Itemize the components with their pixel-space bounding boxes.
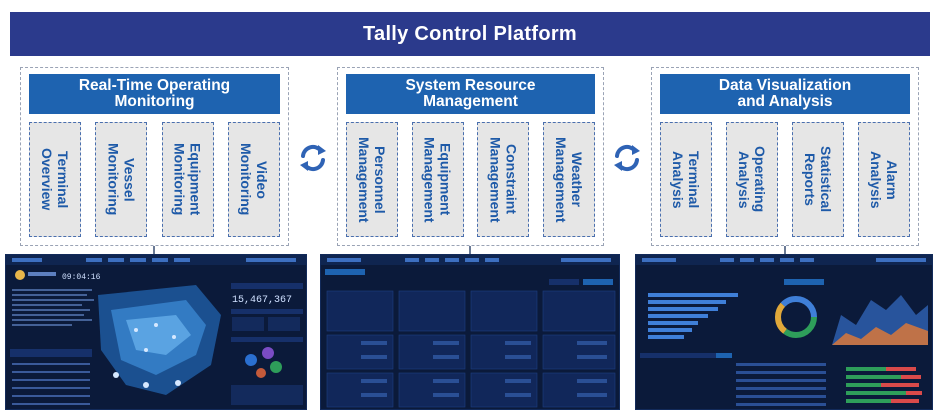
module-terminal-overview: Terminal Overview: [29, 122, 81, 237]
group-heading: Real-Time Operating Monitoring: [29, 74, 280, 114]
module-weather-management: Weather Management: [542, 122, 595, 237]
module-vessel-monitoring: Vessel Monitoring: [95, 122, 148, 237]
svg-text:09:04:16: 09:04:16: [62, 273, 101, 282]
module-label: Equipment Management: [421, 136, 454, 223]
screenshot-monitoring-dashboard: 09:04:16 15,467,367: [5, 254, 307, 410]
connector-line: [469, 246, 471, 254]
connector-line: [153, 246, 155, 254]
module-statistical-reports: Statistical Reports: [792, 122, 844, 237]
module-equipment-monitoring: Equipment Monitoring: [161, 122, 214, 237]
module-constraint-management: Constraint Management: [477, 122, 530, 237]
monitoring-readout: 15,467,367: [232, 295, 292, 306]
group-heading-text: System Resource Management: [405, 77, 536, 110]
group-heading: Data Visualization and Analysis: [660, 74, 910, 114]
group-resource-management: System Resource Management Personnel Man…: [337, 67, 604, 246]
module-personnel-management: Personnel Management: [346, 122, 398, 237]
screenshot-analysis-dashboard: [635, 254, 933, 410]
module-label: Constraint Management: [487, 136, 520, 223]
module-label: Terminal Analysis: [670, 150, 702, 209]
module-equipment-management: Equipment Management: [411, 122, 464, 237]
module-label: Terminal Overview: [39, 148, 71, 211]
cycle-arrows-icon: [300, 144, 326, 172]
module-video-monitoring: Video Monitoring: [227, 122, 280, 237]
group-heading-text: Data Visualization and Analysis: [718, 77, 852, 110]
platform-title: Tally Control Platform: [10, 12, 930, 56]
module-label: Alarm Analysis: [868, 150, 900, 209]
module-terminal-analysis: Terminal Analysis: [660, 122, 712, 237]
group-heading: System Resource Management: [346, 74, 595, 114]
group-realtime-monitoring: Real-Time Operating Monitoring Terminal …: [20, 67, 289, 246]
module-label: Weather Management: [552, 136, 585, 223]
cycle-arrows-icon: [614, 144, 640, 172]
module-label: Operating Analysis: [736, 146, 768, 213]
connector-line: [784, 246, 786, 254]
module-alarm-analysis: Alarm Analysis: [858, 122, 910, 237]
module-operating-analysis: Operating Analysis: [726, 122, 778, 237]
module-label: Personnel Management: [356, 136, 388, 223]
group-heading-text: Real-Time Operating Monitoring: [78, 77, 231, 110]
module-label: Statistical Reports: [802, 146, 834, 213]
screenshot-resource-management: [320, 254, 620, 410]
module-label: Equipment Monitoring: [171, 143, 204, 216]
module-label: Vessel Monitoring: [105, 143, 138, 216]
group-data-visualization: Data Visualization and Analysis Terminal…: [651, 67, 919, 246]
module-label: Video Monitoring: [237, 143, 270, 216]
